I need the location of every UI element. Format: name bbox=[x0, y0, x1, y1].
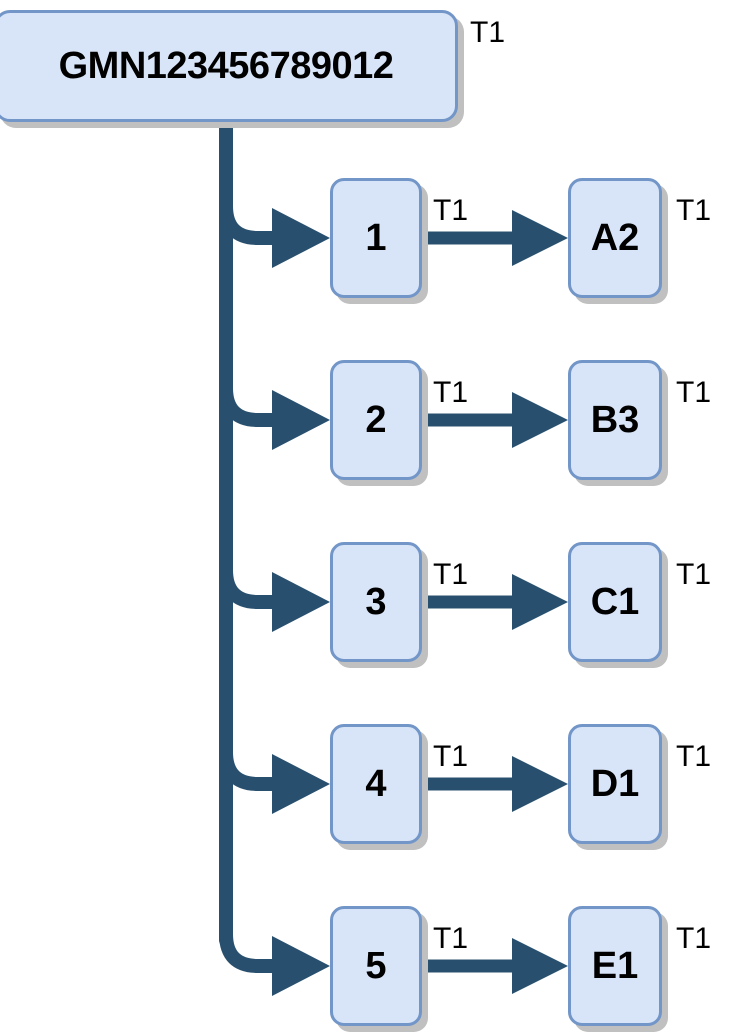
branch-arrowhead-4 bbox=[272, 754, 330, 814]
node-leaf-1-label: A2 bbox=[590, 217, 640, 259]
type-tag-leaf-4: T1 bbox=[676, 740, 712, 773]
node-mid-2[interactable]: 2 bbox=[330, 360, 422, 480]
link-tag-1: T1 bbox=[433, 194, 469, 227]
branch-elbow-4 bbox=[219, 751, 278, 791]
link-tag-2: T1 bbox=[433, 376, 469, 409]
type-tag-leaf-2: T1 bbox=[676, 376, 712, 409]
node-mid-2-label: 2 bbox=[365, 399, 387, 441]
branch-arrowhead-3 bbox=[272, 572, 330, 632]
type-tag-leaf-3: T1 bbox=[676, 558, 712, 591]
link-tag-4: T1 bbox=[433, 740, 469, 773]
node-mid-5-label: 5 bbox=[365, 945, 387, 987]
node-mid-5[interactable]: 5 bbox=[330, 906, 422, 1026]
type-tag-leaf-1: T1 bbox=[676, 194, 712, 227]
branch-arrowhead-5 bbox=[272, 936, 330, 996]
node-leaf-2-label: B3 bbox=[590, 399, 640, 441]
type-tag-leaf-5: T1 bbox=[676, 922, 712, 955]
node-root[interactable]: GMN123456789012 bbox=[0, 10, 458, 122]
link-arrowhead-3 bbox=[512, 574, 568, 630]
branch-elbow-5 bbox=[219, 933, 278, 973]
node-mid-4[interactable]: 4 bbox=[330, 724, 422, 844]
node-mid-1-label: 1 bbox=[365, 217, 387, 259]
node-mid-3[interactable]: 3 bbox=[330, 542, 422, 662]
node-leaf-4-label: D1 bbox=[590, 763, 640, 805]
branch-arrowhead-1 bbox=[272, 208, 330, 268]
node-leaf-3-label: C1 bbox=[590, 581, 640, 623]
link-arrowhead-5 bbox=[512, 938, 568, 994]
node-mid-1[interactable]: 1 bbox=[330, 178, 422, 298]
node-mid-3-label: 3 bbox=[365, 581, 387, 623]
branch-elbow-3 bbox=[219, 569, 278, 609]
node-leaf-2[interactable]: B3 bbox=[568, 360, 662, 480]
node-leaf-3[interactable]: C1 bbox=[568, 542, 662, 662]
branch-elbow-2 bbox=[219, 387, 278, 427]
type-tag-root: T1 bbox=[470, 16, 506, 49]
link-arrowhead-4 bbox=[512, 756, 568, 812]
link-tag-5: T1 bbox=[433, 922, 469, 955]
node-root-label: GMN123456789012 bbox=[58, 45, 394, 87]
link-arrowhead-2 bbox=[512, 392, 568, 448]
node-leaf-5-label: E1 bbox=[591, 945, 639, 987]
node-leaf-5[interactable]: E1 bbox=[568, 906, 662, 1026]
link-tag-3: T1 bbox=[433, 558, 469, 591]
branch-arrowhead-2 bbox=[272, 390, 330, 450]
node-leaf-4[interactable]: D1 bbox=[568, 724, 662, 844]
node-leaf-1[interactable]: A2 bbox=[568, 178, 662, 298]
node-mid-4-label: 4 bbox=[365, 763, 387, 805]
link-arrowhead-1 bbox=[512, 210, 568, 266]
branch-elbow-1 bbox=[219, 205, 278, 245]
